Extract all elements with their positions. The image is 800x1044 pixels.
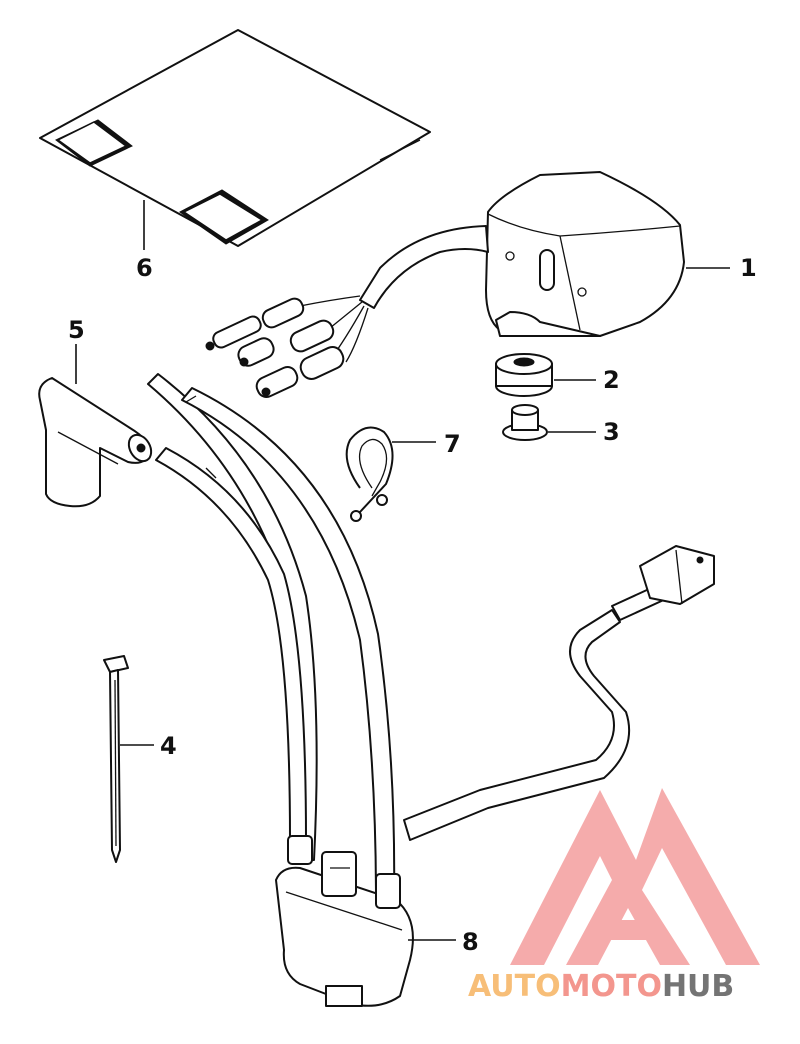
cdi-wire-bundle bbox=[205, 225, 489, 398]
decal-sheet bbox=[39, 29, 431, 247]
collar bbox=[502, 404, 548, 441]
watermark-logo-icon bbox=[510, 788, 760, 965]
ignition-coil bbox=[275, 835, 414, 1007]
callout-8: 8 bbox=[462, 928, 479, 956]
callout-6: 6 bbox=[136, 254, 153, 282]
callout-4: 4 bbox=[160, 732, 177, 760]
callout-3: 3 bbox=[603, 418, 620, 446]
grommet bbox=[495, 353, 553, 397]
watermark: AUTOMOTOHUB bbox=[468, 788, 760, 1004]
watermark-text-auto: AUTOMOTOHUB bbox=[468, 969, 734, 1004]
coil-harness bbox=[403, 545, 715, 841]
callout-5: 5 bbox=[68, 316, 85, 344]
spark-plug-cap bbox=[38, 377, 153, 508]
callout-7: 7 bbox=[444, 430, 461, 458]
wire-clamp bbox=[345, 426, 394, 522]
cdi-unit bbox=[485, 171, 685, 337]
cable-tie bbox=[103, 655, 129, 863]
callout-1: 1 bbox=[740, 254, 757, 282]
callout-2: 2 bbox=[603, 366, 620, 394]
